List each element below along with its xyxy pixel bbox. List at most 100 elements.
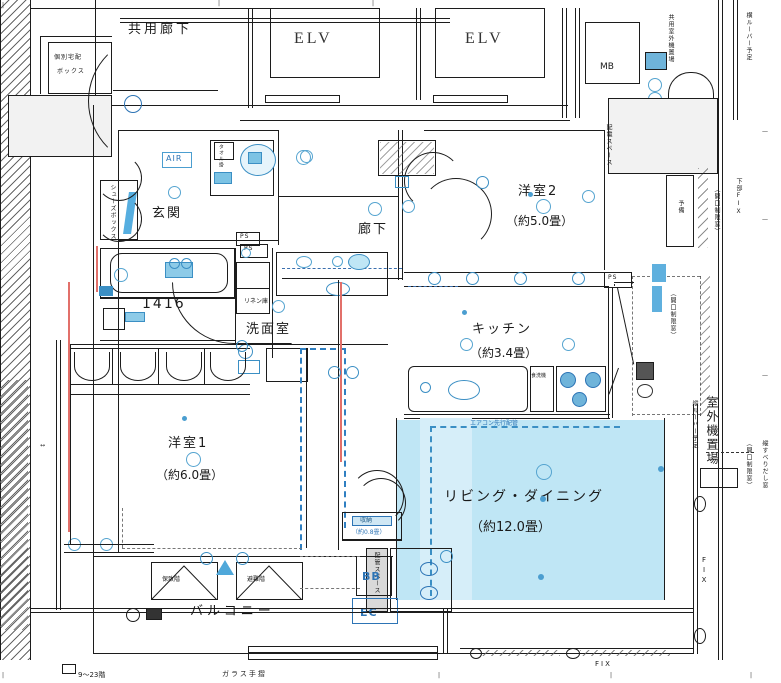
- boundary-vert-a: [95, 0, 96, 130]
- slide-window-sash: [700, 468, 738, 488]
- elevator-sill-right: [433, 95, 508, 103]
- fix-joint-2: [470, 648, 482, 659]
- bath-wall-accent-red: [96, 246, 98, 292]
- window-mark-r1: [652, 264, 666, 274]
- washitsu1-accent-red: [68, 282, 70, 532]
- bath-shower-head-icon: [125, 312, 145, 322]
- washitsu1-outer: [70, 344, 71, 544]
- label-slide-window: 縦すべりだし窓: [761, 440, 768, 489]
- corridor-ceiling-hint: [282, 268, 402, 269]
- fixture-circle-2: [402, 200, 415, 213]
- outer-right-a: [718, 0, 719, 660]
- corridor-light-icon: [368, 202, 382, 216]
- washroom-light-icon: [272, 300, 285, 313]
- glass-handrail-line: [248, 652, 438, 653]
- living-light-icon: [536, 464, 552, 480]
- corridor-line-top: [120, 18, 450, 19]
- genkan-right-wall: [278, 130, 279, 245]
- washitsu2-top: [424, 130, 604, 131]
- washitsu1-right-wall: [306, 348, 307, 548]
- kitchen-right-wall2: [612, 288, 613, 418]
- outer-hatch-left-lower: [0, 380, 28, 630]
- corridor-right-wall: [398, 130, 399, 280]
- vanity-counter: [276, 252, 388, 296]
- fixture-circle-4: [466, 272, 479, 285]
- balcony-rail-b: [30, 612, 693, 613]
- fix-hatch-2: [580, 650, 670, 656]
- genkan-bottom: [118, 240, 278, 241]
- fix-hatch-1: [480, 650, 560, 656]
- ac-outdoor-fan-icon: [637, 384, 653, 398]
- storage-room: [342, 512, 402, 540]
- label-genkan: 玄関: [152, 206, 183, 221]
- elv-div-a: [248, 8, 249, 108]
- right-fix-rail-b: [697, 404, 698, 654]
- evac-panel-left: [151, 562, 218, 600]
- outer-right-b: [722, 0, 723, 660]
- label-evac-left: 保致階: [162, 576, 181, 583]
- bath-knob-2: [181, 258, 192, 269]
- outer-right-d: [737, 0, 738, 120]
- storage-bottom: [342, 540, 402, 541]
- outer-right-c: [733, 0, 734, 120]
- pipe-icon-2: [420, 586, 438, 600]
- toilet-paper-holder: [214, 142, 234, 160]
- dimension-tick-t2: |: [372, 0, 375, 7]
- label-aircon-sleeve: エアコン先行配管: [470, 420, 519, 427]
- living-outlet-dot-3: [658, 466, 664, 472]
- washitsu2-right: [604, 130, 605, 270]
- elv-div-f: [566, 8, 567, 118]
- label-louver-vert: 縦ルーバー予定: [691, 400, 698, 449]
- window-mark-r3: [652, 286, 662, 312]
- kitchen-counter-bottom2: [404, 418, 610, 419]
- bath-drain-icon: [114, 268, 128, 282]
- corridor-line-top2: [120, 22, 450, 23]
- entry-door-handle-icon: [124, 95, 142, 113]
- label-towel-bar: タオル掛: [218, 144, 224, 168]
- delivery-box-top: [40, 36, 112, 37]
- washitsu1-outlet-dot: [182, 416, 187, 421]
- fix-band-top: [460, 612, 693, 613]
- dimension-tick-b2: |: [438, 672, 441, 679]
- kitchen-top: [404, 286, 609, 287]
- washitsu1-left: [118, 348, 119, 553]
- dimension-tick-b4: |: [750, 672, 753, 679]
- closet-hang-3: [166, 352, 202, 381]
- corridor-div-top: [278, 196, 398, 197]
- partition-dashed-a: [300, 348, 302, 550]
- washitsu1-top: [70, 344, 250, 345]
- ps-box-2: [604, 272, 632, 288]
- kitchen-dishwasher: [530, 366, 554, 412]
- closet-div-2: [158, 348, 159, 384]
- window-hatch-right-b: [700, 276, 710, 416]
- ac-area-dash-bottom: [632, 414, 700, 415]
- dimension-tick-right-4: —: [762, 440, 768, 447]
- corridor-base-line: [248, 105, 568, 106]
- washitsu2-light-icon: [536, 199, 551, 214]
- aircon-sleeve-line: [430, 426, 620, 428]
- common-ac-pipe-1: [648, 78, 662, 92]
- kitchen-counter-bottom: [404, 414, 610, 415]
- label-kitchen-size: （約3.4畳）: [470, 346, 538, 360]
- fixture-circle-6: [572, 272, 585, 285]
- living-right-wall: [664, 418, 665, 600]
- corridor-base-line2: [240, 120, 570, 121]
- ps-box-1: [240, 244, 268, 258]
- delivery-box-left: [40, 36, 41, 94]
- ps-pipe-icon-1: [241, 248, 251, 258]
- label-glass-handrail: ガラス手摺: [222, 670, 267, 678]
- label-open-limit-window-3: （開口制限窓）: [745, 440, 752, 489]
- balcony-outlet-icon: [146, 608, 162, 620]
- switch-icon-mid-3: [236, 340, 248, 352]
- washitsu1-light-icon: [186, 452, 201, 467]
- kitchen-sink-bowl: [448, 380, 480, 400]
- stove-burner-1: [560, 372, 576, 388]
- elv-div-d: [420, 8, 421, 100]
- kitchen-stove: [556, 366, 606, 412]
- entry-door-line: [113, 90, 218, 91]
- label-fix-right: FIX: [700, 556, 708, 586]
- corridor-bottom: [282, 278, 402, 279]
- label-bath-size: 1416: [142, 296, 186, 312]
- washitsu2-aircon-icon: [582, 190, 595, 203]
- evac-panel-right: [236, 562, 303, 600]
